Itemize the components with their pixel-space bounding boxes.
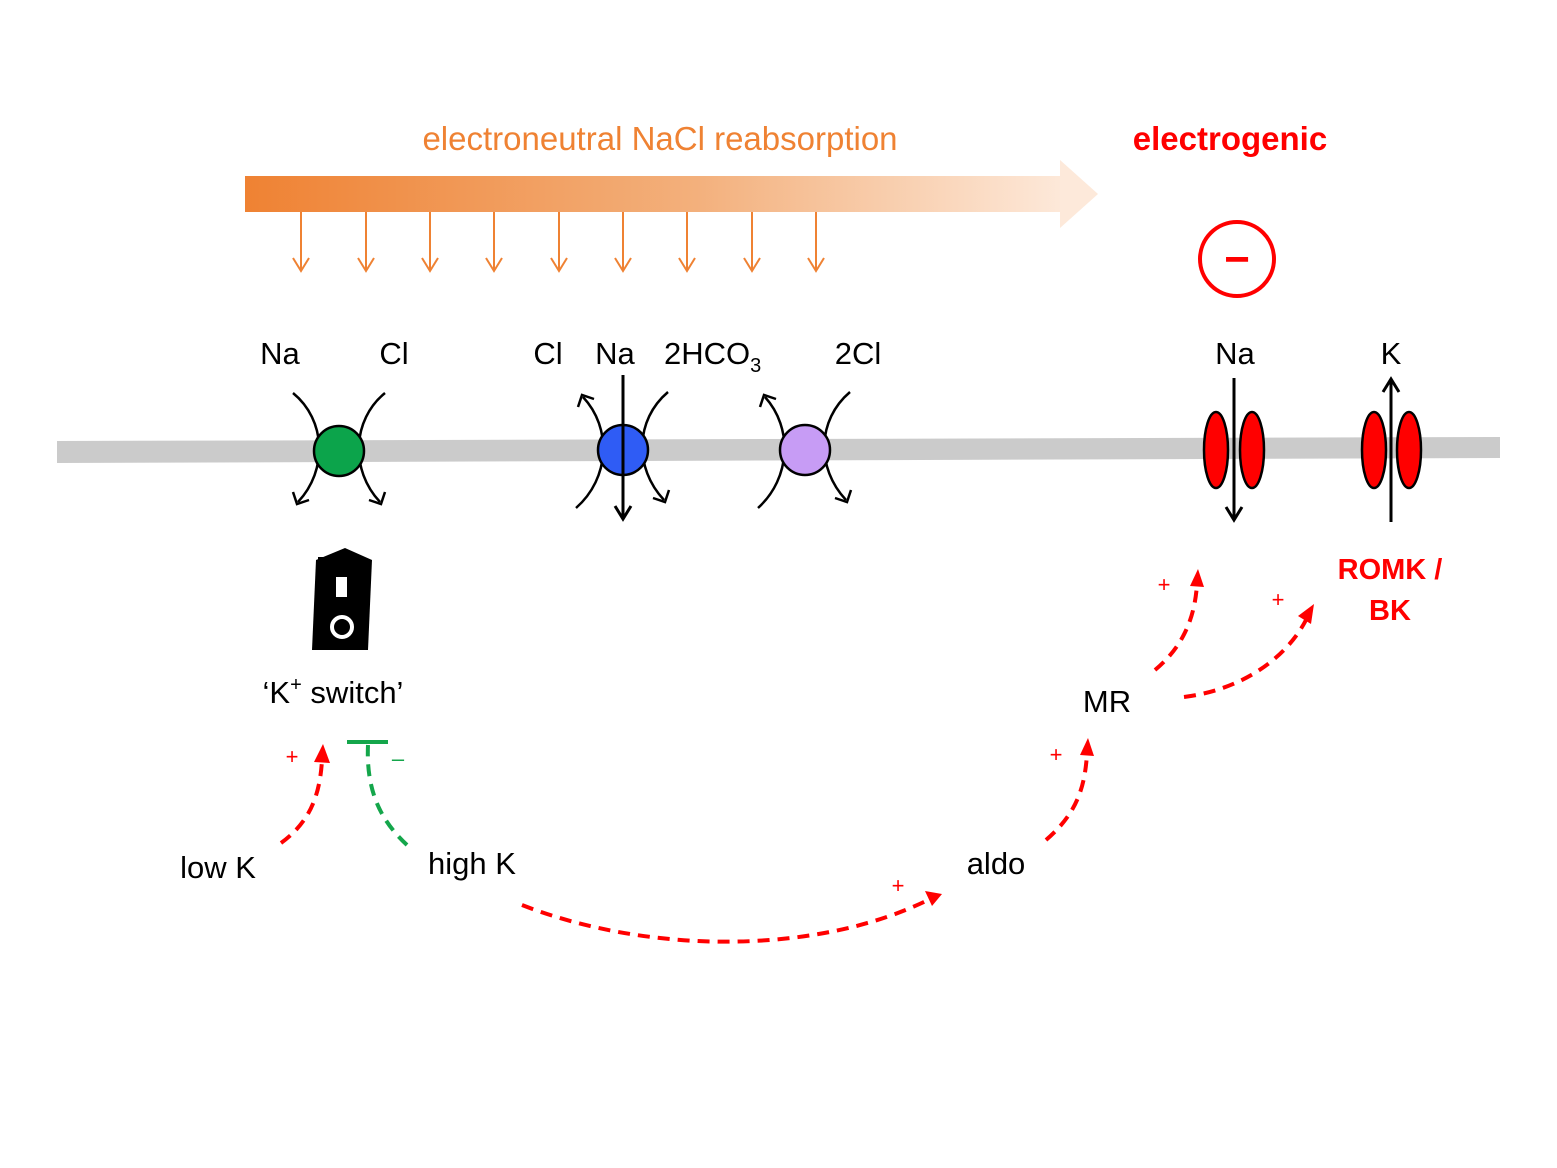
pendrin-transporter: 2Cl: [757, 336, 882, 509]
ncc-cl-label: Cl: [379, 336, 408, 371]
ndcbe-cl-label: Cl: [533, 336, 562, 371]
cell-membrane: [57, 437, 1500, 463]
aldo-to-mr-arrow: [1044, 738, 1094, 842]
down-arrow-icon: [485, 212, 503, 273]
romk-name-line2: BK: [1369, 595, 1411, 627]
enac-na-label: Na: [1215, 336, 1255, 371]
mr-to-enac-arrow: [1153, 569, 1204, 672]
pendrin-circle: [778, 423, 832, 477]
romk-plus-sign: +: [1272, 587, 1285, 612]
lowk-plus-sign: +: [286, 744, 299, 769]
mr-to-romk-arrow: [1183, 604, 1314, 699]
lowk-to-switch-arrow: [279, 744, 330, 845]
down-arrow-icon: [292, 212, 310, 273]
electroneutral-arrow: [245, 160, 1098, 228]
ndcbe-na-label: Na: [595, 336, 635, 371]
romk-k-label: K: [1381, 336, 1402, 371]
switch-icon: [312, 548, 372, 650]
mr-label: MR: [1083, 684, 1131, 719]
k-switch-label: ‘K+ switch’: [263, 674, 404, 710]
down-arrow-icon: [421, 212, 439, 273]
highk-to-aldo-arrow: [521, 891, 942, 944]
enac-plus-sign: +: [1158, 572, 1171, 597]
electrogenic-label: electrogenic: [1133, 120, 1327, 157]
electroneutral-label: electroneutral NaCl reabsorption: [422, 120, 897, 157]
highk-inhibit-switch-arrow: [347, 740, 409, 847]
highk-minus-sign: –: [392, 746, 405, 771]
ncc-na-label: Na: [260, 336, 300, 371]
mr-plus-sign: +: [1050, 742, 1063, 767]
romk-name-line1: ROMK /: [1338, 554, 1443, 586]
romk-bk-channel: K ROMK / BK: [1338, 336, 1443, 627]
high-k-label: high K: [428, 846, 516, 881]
ndcbe-hco3-label: 2HCO3: [664, 336, 761, 377]
down-arrow-icon: [743, 212, 761, 273]
down-arrow-icon: [357, 212, 375, 273]
down-arrow-icon: [614, 212, 632, 273]
down-arrow-icon: [550, 212, 568, 273]
enac-channel: Na: [1202, 336, 1266, 523]
down-arrow-icon: [678, 212, 696, 273]
pendrin-2cl-label: 2Cl: [835, 336, 882, 371]
down-arrow-icon: [807, 212, 825, 273]
aldo-label: aldo: [967, 846, 1026, 881]
minus-symbol: −: [1224, 235, 1250, 284]
ncc-circle: [312, 424, 366, 478]
orange-down-arrows: [292, 212, 825, 273]
aldo-plus-sign: +: [892, 873, 905, 898]
ncc-transporter: Na Cl: [260, 336, 409, 506]
ndcbe-transporter: Cl Na 2HCO3: [533, 336, 761, 522]
negative-charge-icon: −: [1198, 220, 1276, 298]
low-k-label: low K: [180, 850, 256, 885]
